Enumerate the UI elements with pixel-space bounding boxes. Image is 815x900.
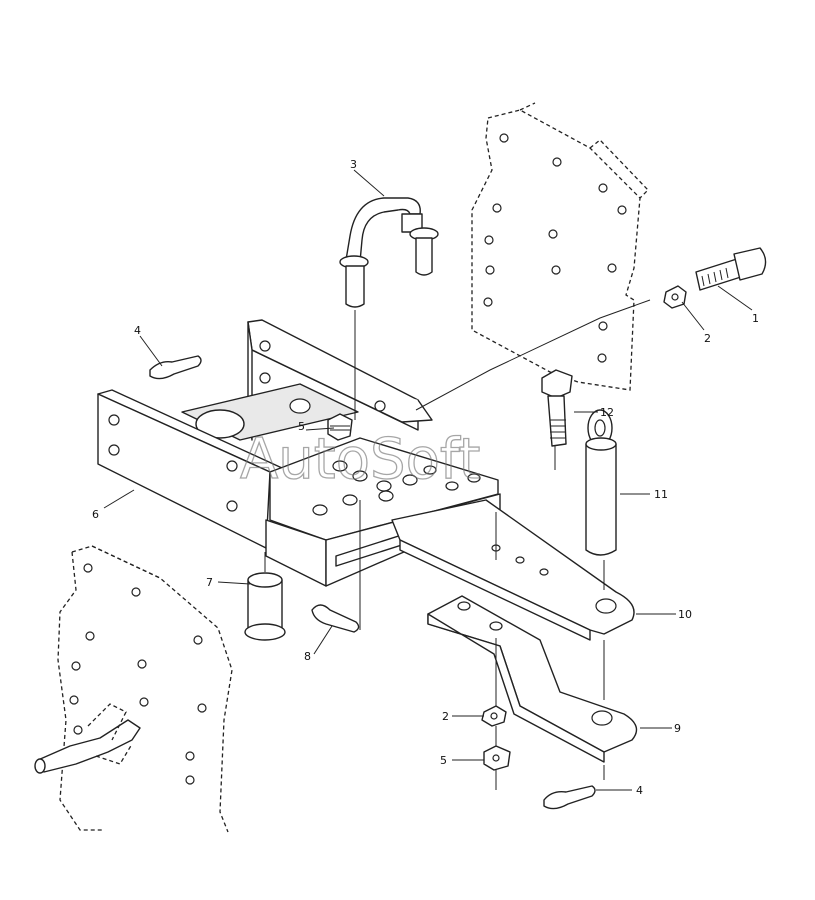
callout-6: 6	[92, 508, 99, 521]
bolt-1	[695, 247, 767, 291]
nut-2-top	[663, 285, 687, 309]
hitch-pin	[585, 409, 617, 556]
lock-nut-5-bottom	[483, 745, 511, 771]
left-mounting-plate	[57, 545, 233, 833]
callout-7: 7	[206, 576, 213, 589]
rear-mounting-plate	[471, 102, 649, 391]
assembly-lines	[264, 299, 651, 790]
lynch-pin-8	[311, 604, 360, 633]
callout-11: 11	[654, 488, 668, 501]
offset-hitch	[427, 595, 638, 763]
callout-3: 3	[350, 158, 357, 171]
callout-5-bottom: 5	[440, 754, 447, 767]
bushing	[244, 572, 286, 641]
callout-1: 1	[752, 312, 759, 325]
callout-2-bottom: 2	[442, 710, 449, 723]
callout-5-top: 5	[298, 420, 305, 433]
lynch-pin-4-bottom	[543, 785, 596, 810]
callout-12: 12	[600, 406, 614, 419]
u-bolt	[339, 197, 439, 308]
nut-2-bottom	[481, 705, 507, 727]
callout-4-top: 4	[134, 324, 141, 337]
lock-nut-5-top	[327, 413, 353, 441]
watermark: AutoSoft	[240, 427, 481, 492]
callout-8: 8	[304, 650, 311, 663]
bolt-12	[541, 369, 573, 447]
callout-4-bottom: 4	[636, 784, 643, 797]
pto-shaft	[34, 703, 141, 774]
callout-2-top: 2	[704, 332, 711, 345]
leader-lines	[103, 169, 753, 791]
callout-9: 9	[674, 722, 681, 735]
lynch-pin-4-top	[149, 355, 202, 380]
callout-10: 10	[678, 608, 692, 621]
drawbar	[391, 499, 635, 641]
